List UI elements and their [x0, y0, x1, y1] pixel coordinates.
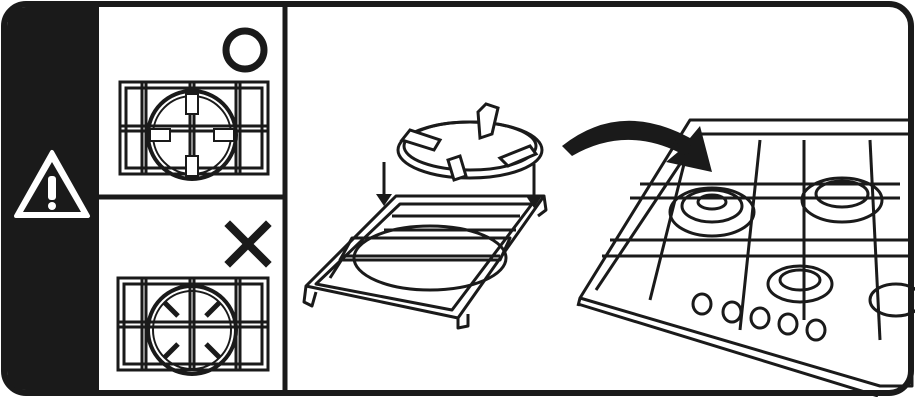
instruction-panel: [0, 0, 915, 397]
instruction-diagram: [0, 0, 915, 397]
